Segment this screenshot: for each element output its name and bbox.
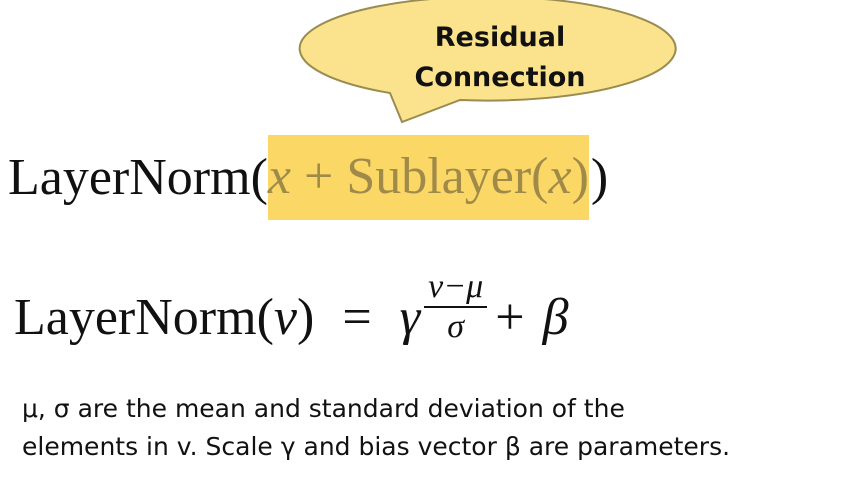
eq1-func: LayerNorm — [8, 148, 251, 206]
eq1-var-x: x — [267, 147, 291, 205]
eq2-rparen: ) — [296, 288, 315, 346]
eq1-sublayer: Sublayer — [346, 147, 532, 205]
callout-line-2: Connection — [414, 62, 586, 93]
residual-highlight: x + Sublayer(x) — [267, 134, 589, 220]
eq2-arg: v — [273, 288, 297, 346]
eq2-numerator: v−μ — [428, 268, 484, 305]
eq2-gamma: γ — [399, 288, 421, 346]
residual-connection-callout — [298, 0, 677, 124]
description-line-2: elements in v. Scale γ and bias vector β… — [22, 432, 731, 461]
callout-label: Residual Connection — [400, 18, 600, 98]
callout-bubble — [298, 0, 677, 124]
eq2-denominator: σ — [447, 308, 465, 345]
eq2-beta: β — [542, 288, 569, 346]
eq2-lhs: LayerNorm — [14, 288, 257, 346]
eq2-lparen: ( — [256, 288, 274, 346]
residual-layernorm-equation: LayerNorm(x + Sublayer(x)) — [8, 134, 609, 220]
fraction-bar — [424, 306, 488, 308]
eq1-close-paren: ) — [590, 148, 609, 206]
callout-line-1: Residual — [434, 22, 566, 53]
description-text: μ, σ are the mean and standard deviation… — [22, 390, 852, 466]
eq2-fraction: v−μ σ — [424, 268, 488, 346]
eq2-plus: + — [495, 288, 525, 346]
eq1-inner-close: ) — [571, 147, 589, 205]
description-line-1: μ, σ are the mean and standard deviation… — [22, 394, 625, 423]
eq2-equals: = — [342, 288, 372, 346]
eq1-inner-open: ( — [531, 147, 549, 205]
layernorm-definition-equation: LayerNorm(v) = γ v−μ σ + β — [14, 262, 568, 372]
eq1-inner-x: x — [548, 147, 572, 205]
eq1-open-paren: ( — [250, 148, 268, 206]
eq1-plus: + — [290, 147, 347, 205]
